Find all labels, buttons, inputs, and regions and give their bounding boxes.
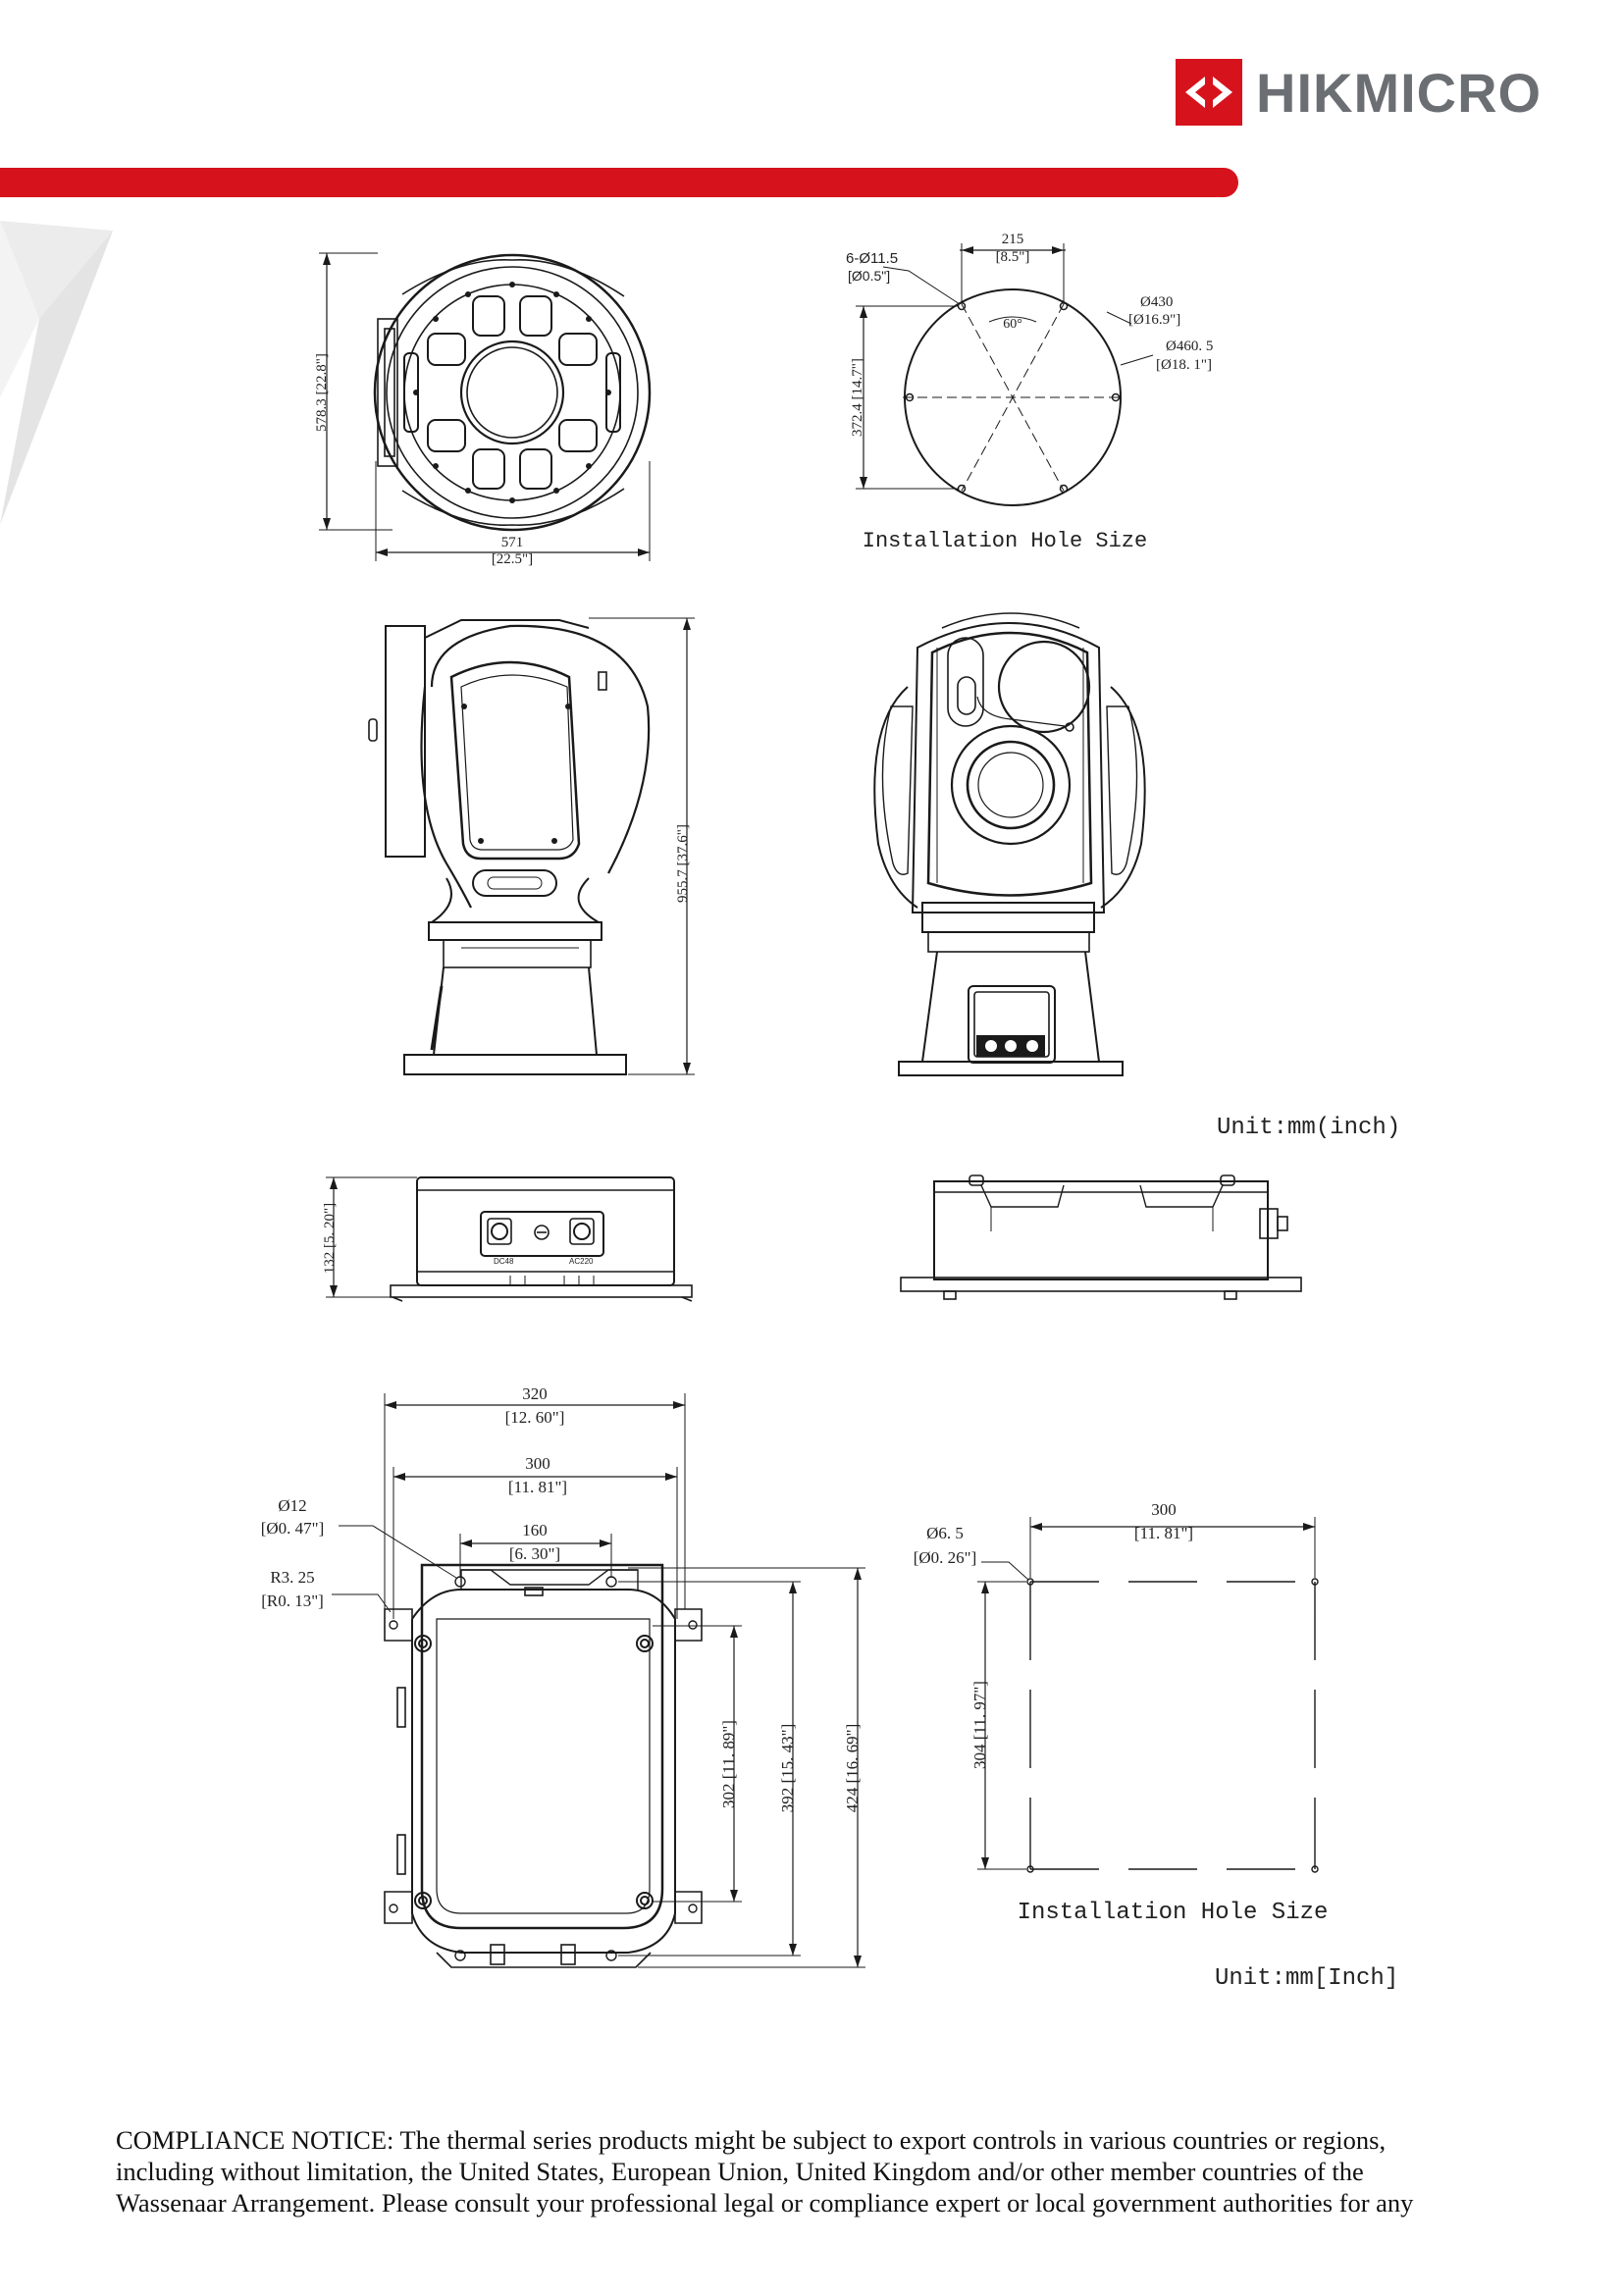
w300-mm: 300 [525, 1454, 550, 1473]
hole65-mm: Ø6. 5 [926, 1524, 964, 1542]
holes-in-label: [Ø0.5"] [848, 268, 890, 284]
box-hole-pattern-view [977, 1517, 1319, 1873]
angle-label: 60° [1003, 317, 1022, 332]
bh-width-in: [11. 81"] [1134, 1524, 1193, 1542]
top-view [319, 252, 652, 561]
h302-label: 302 [11. 89"] [719, 1720, 738, 1808]
d1-mm: Ø430 [1140, 294, 1173, 310]
front-elevation-view [873, 612, 1146, 1076]
w300-in: [11. 81"] [508, 1478, 567, 1496]
box-height-label: 132 [5. 20"] [322, 1203, 338, 1274]
hole12-in: [Ø0. 47"] [261, 1519, 325, 1538]
side-height-label: 955.7 [37.6"] [675, 824, 691, 903]
d1-in: [Ø16.9"] [1128, 312, 1180, 328]
d2-in: [Ø18. 1"] [1156, 357, 1212, 373]
w320-mm: 320 [522, 1384, 548, 1403]
hole-pattern-view [856, 243, 1154, 506]
hole-height-label: 372.4 [14.7"] [850, 358, 865, 437]
h392-label: 392 [15. 43"] [778, 1724, 797, 1813]
brand-name: HIKMICRO [1256, 61, 1543, 124]
w320-in: [12. 60"] [505, 1408, 565, 1427]
w160-mm: 160 [522, 1521, 548, 1539]
unit-label-1: Unit:mm(inch) [1217, 1115, 1400, 1141]
w160-in: [6. 30"] [509, 1544, 560, 1563]
brand-logo: HIKMICRO [1176, 59, 1542, 126]
radius-mm: R3. 25 [270, 1568, 314, 1587]
notice-line-3: Wassenaar Arrangement. Please consult yo… [116, 2188, 1414, 2218]
port-dc48: DC48 [494, 1257, 514, 1266]
radius-in: [R0. 13"] [261, 1592, 324, 1610]
bh-width-mm: 300 [1151, 1500, 1177, 1519]
d2-mm: Ø460. 5 [1166, 339, 1213, 354]
top-width-mm: 571 [501, 535, 524, 550]
side-elevation-view [368, 617, 695, 1075]
port-ac220: AC220 [569, 1257, 594, 1266]
spacing-in: [8.5"] [996, 249, 1030, 265]
header-red-bar [0, 168, 1238, 197]
spacing-mm: 215 [1002, 232, 1024, 247]
box-front-view [332, 1393, 865, 1968]
decorative-watermark-icon [0, 221, 113, 525]
hikmicro-logo-icon [1176, 59, 1242, 126]
box-rear-view [900, 1174, 1302, 1300]
hole-caption-1: Installation Hole Size [863, 529, 1147, 553]
holes-label: 6-Ø11.5 [846, 250, 898, 267]
unit-label-2: Unit:mm[Inch] [1215, 1965, 1398, 1992]
hole12-mm: Ø12 [278, 1496, 306, 1515]
bh-height-label: 304 [11. 97"] [970, 1681, 989, 1769]
compliance-notice: COMPLIANCE NOTICE: The thermal series pr… [116, 2124, 1509, 2218]
top-height-label: 578.3 [22.8"] [314, 353, 330, 432]
top-width-in: [22.5"] [492, 551, 533, 567]
hole-caption-2: Installation Hole Size [1018, 1900, 1329, 1926]
hole65-in: [Ø0. 26"] [914, 1548, 977, 1567]
notice-line-2: including without limitation, the United… [116, 2157, 1364, 2186]
notice-line-1: COMPLIANCE NOTICE: The thermal series pr… [116, 2125, 1387, 2155]
box-side-view [326, 1176, 693, 1302]
h424-label: 424 [16. 69"] [843, 1724, 862, 1813]
